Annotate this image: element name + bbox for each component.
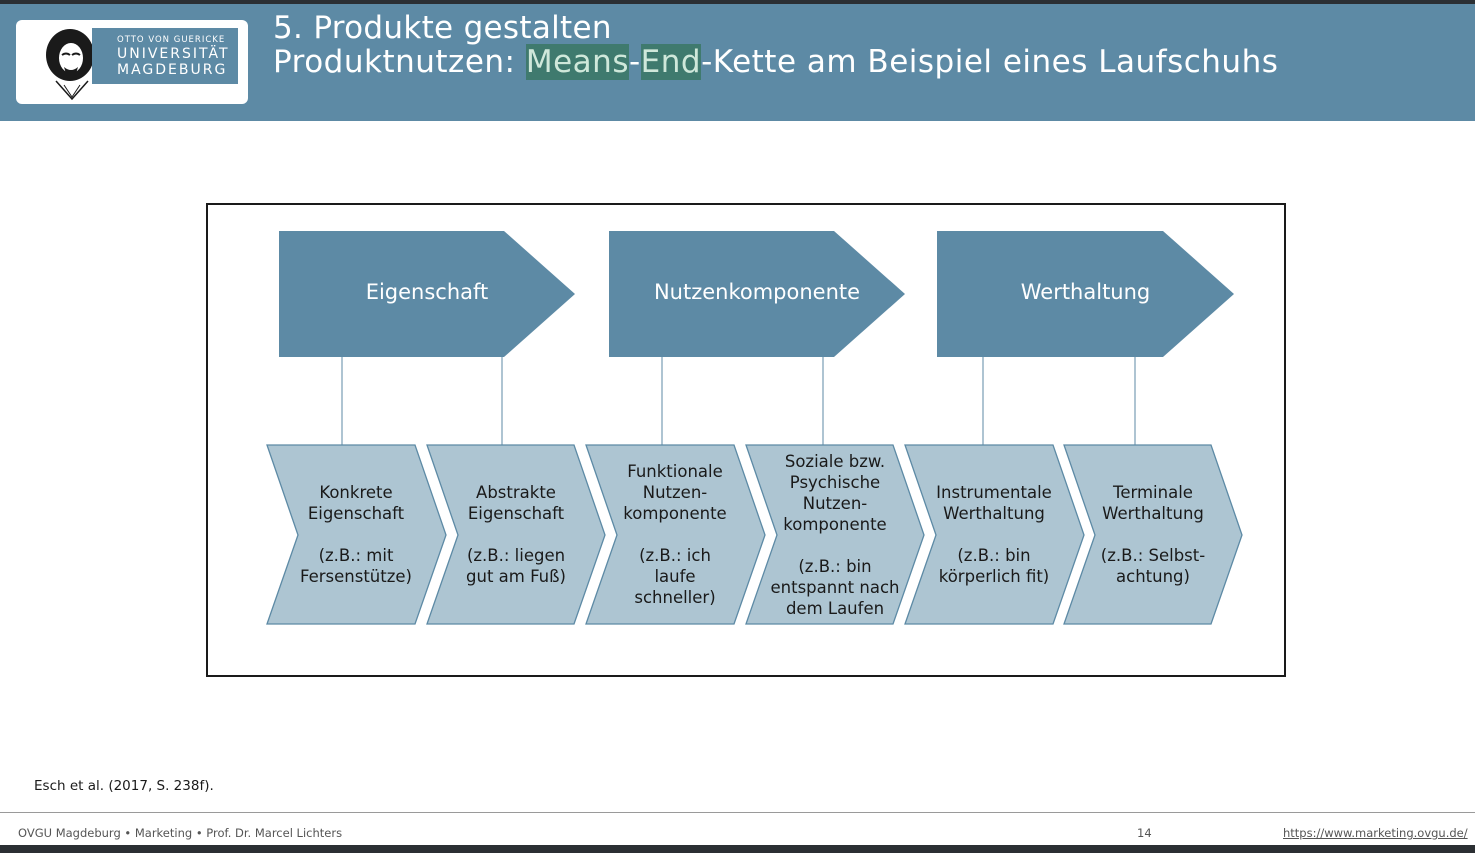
box-line: komponente (783, 514, 887, 534)
logo-line2: MAGDEBURG (117, 62, 228, 78)
box-example: achtung) (1116, 567, 1190, 586)
box-example: Fersenstütze) (300, 567, 412, 586)
means-end-diagram: Eigenschaft Nutzenkomponente Werthaltung… (206, 203, 1286, 677)
category-label-werthaltung: Werthaltung (1020, 280, 1151, 304)
box-example: (z.B.: Selbst- (1100, 546, 1206, 565)
box-text-6: Terminale Werthaltung (z.B.: Selbst- ach… (1083, 445, 1223, 624)
box-line: Nutzen- (642, 483, 708, 502)
logo-small-text: OTTO VON GUERICKE (117, 35, 226, 45)
box-line: Nutzen- (802, 493, 868, 513)
box-line: komponente (623, 504, 727, 523)
chevron-box-4 (745, 444, 925, 625)
box-text-4: Soziale bzw. Psychische Nutzen- komponen… (758, 445, 912, 624)
box-line: Psychische (789, 472, 881, 492)
chevron-box-2 (426, 444, 606, 625)
category-arrow-eigenschaft (279, 231, 575, 357)
chevron-box-1 (266, 444, 447, 625)
slide-subtitle: Produktnutzen: Means-End-Kette am Beispi… (273, 44, 1278, 80)
category-arrow-werthaltung (937, 231, 1234, 357)
box-example: entspannt nach (770, 577, 900, 597)
highlight-means[interactable]: Means (525, 44, 629, 80)
box-line: Soziale bzw. (784, 451, 886, 471)
highlight-end[interactable]: End (640, 44, 702, 80)
diagram-shapes (266, 231, 1243, 625)
university-logo: OTTO VON GUERICKE UNIVERSITÄT MAGDEBURG (16, 20, 248, 104)
box-example: dem Laufen (785, 598, 885, 618)
website-link[interactable]: https://www.marketing.ovgu.de/ (1283, 826, 1468, 840)
box-example: laufe (654, 567, 696, 586)
logo-line1: UNIVERSITÄT (117, 46, 230, 62)
box-line: Funktionale (627, 462, 723, 481)
box-example: schneller) (634, 588, 716, 607)
box-text-2: Abstrakte Eigenschaft (z.B.: liegen gut … (446, 445, 586, 624)
box-line: Abstrakte (476, 483, 556, 502)
chevron-box-5 (904, 444, 1085, 625)
chevron-box-6 (1063, 444, 1243, 625)
box-text-3: Funktionale Nutzen- komponente (z.B.: ic… (605, 445, 745, 624)
top-strip (0, 0, 1475, 4)
subtitle-dash: - (628, 44, 641, 80)
box-text-1: Konkrete Eigenschaft (z.B.: mit Fersenst… (286, 445, 426, 624)
logo-wordmark: OTTO VON GUERICKE UNIVERSITÄT MAGDEBURG (92, 28, 238, 84)
category-arrow-nutzenkomponente (609, 231, 905, 357)
box-example: (z.B.: liegen (466, 546, 566, 565)
subtitle-suffix: -Kette am Beispiel eines Laufschuhs (701, 44, 1279, 80)
slide-title: 5. Produkte gestalten (273, 10, 612, 46)
page-number: 14 (1137, 826, 1152, 840)
box-example: (z.B.: bin (798, 556, 872, 576)
footer-credits: OVGU Magdeburg • Marketing • Prof. Dr. M… (18, 826, 343, 840)
category-label-nutzenkomponente: Nutzenkomponente (653, 280, 861, 304)
box-line: Werthaltung (1102, 504, 1204, 523)
subtitle-prefix: Produktnutzen: (273, 44, 526, 80)
box-example: gut am Fuß) (466, 567, 566, 586)
bottom-strip (0, 845, 1475, 853)
box-example: körperlich fit) (938, 567, 1050, 586)
footer-divider (0, 812, 1475, 813)
box-line: Konkrete (319, 483, 393, 502)
source-citation: Esch et al. (2017, S. 238f). (34, 778, 214, 794)
box-example: (z.B.: ich (639, 546, 711, 565)
box-example: (z.B.: mit (318, 546, 394, 565)
chevron-box-3 (585, 444, 766, 625)
box-line: Eigenschaft (467, 504, 565, 523)
box-line: Terminale (1113, 483, 1193, 502)
category-label-eigenschaft: Eigenschaft (365, 280, 489, 304)
portrait-icon (46, 29, 94, 101)
box-line: Eigenschaft (307, 504, 405, 523)
box-text-5: Instrumentale Werthaltung (z.B.: bin kör… (924, 445, 1064, 624)
box-example: (z.B.: bin (957, 546, 1031, 565)
box-line: Werthaltung (943, 504, 1045, 523)
box-line: Instrumentale (936, 483, 1052, 502)
